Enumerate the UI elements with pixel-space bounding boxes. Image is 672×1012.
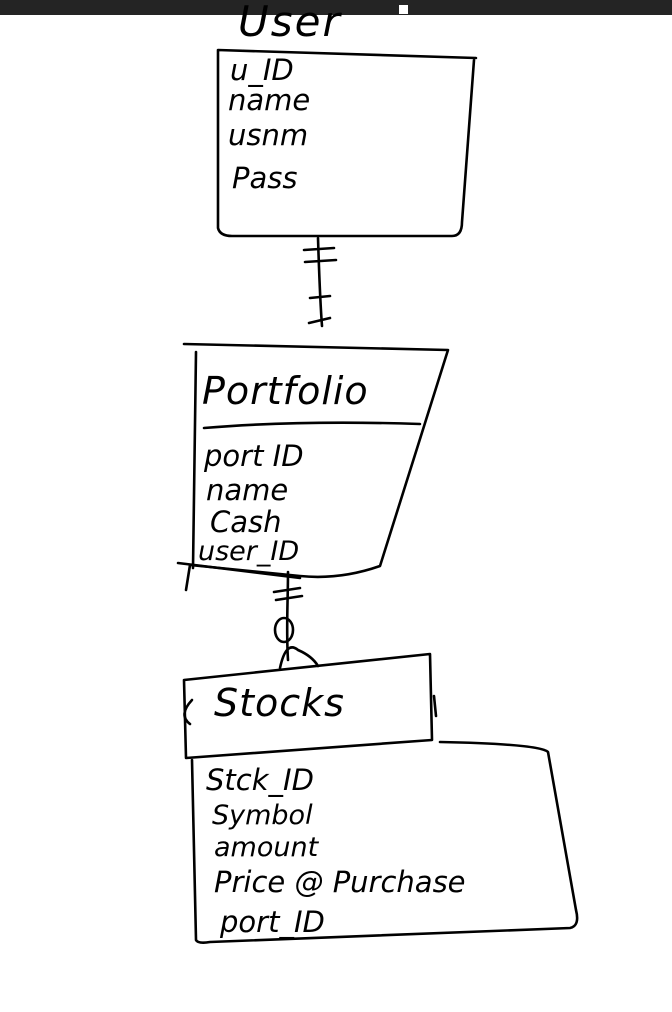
stocks-header-hook-left — [183, 698, 194, 726]
stocks-field-3: amount — [214, 832, 320, 863]
portfolio-field-3: Cash — [210, 505, 282, 539]
portfolio-field-4: user_ID — [198, 536, 299, 567]
user-field-3: usnm — [228, 118, 308, 152]
relationship-user-portfolio — [302, 236, 338, 328]
stocks-header-hook-right — [432, 694, 438, 718]
portfolio-field-2: name — [206, 473, 288, 507]
one-marker-portfolio — [272, 586, 304, 602]
entity-stocks[interactable]: Stocks Stck_ID Symbol amount Price @ Pur… — [182, 652, 579, 944]
entity-portfolio-title: Portfolio — [202, 369, 369, 413]
entity-stocks-title: Stocks — [214, 681, 345, 725]
relationship-line-1 — [316, 236, 324, 328]
stocks-field-1: Stck_ID — [206, 763, 314, 797]
relationship-portfolio-stocks — [272, 570, 320, 670]
entity-portfolio[interactable]: Portfolio port ID name Cash user_ID — [176, 342, 450, 592]
entity-user-title: User — [238, 0, 342, 46]
user-field-2: name — [228, 83, 310, 117]
zero-marker — [273, 616, 295, 644]
entity-user-box — [216, 48, 478, 238]
entity-stocks-body-box — [190, 740, 579, 944]
one-marker-bottom — [307, 294, 332, 325]
entity-portfolio-box — [182, 342, 450, 592]
entity-user[interactable]: User u_ID name usnm Pass — [216, 0, 478, 238]
stocks-field-5: port_ID — [219, 905, 325, 939]
stocks-field-4: Price @ Purchase — [214, 865, 466, 899]
many-marker-stocks — [278, 646, 320, 670]
portfolio-bottom-edge — [176, 561, 302, 580]
window-top-bar — [0, 0, 672, 15]
user-field-1: u_ID — [230, 53, 294, 87]
one-marker-top — [302, 246, 338, 264]
resize-handle[interactable] — [399, 5, 408, 14]
user-field-4: Pass — [232, 161, 297, 195]
entity-stocks-header-box — [182, 652, 434, 760]
relationship-line-2 — [285, 570, 290, 662]
stocks-field-2: Symbol — [212, 800, 313, 831]
portfolio-header-divider — [202, 421, 422, 430]
portfolio-field-1: port ID — [203, 439, 304, 473]
